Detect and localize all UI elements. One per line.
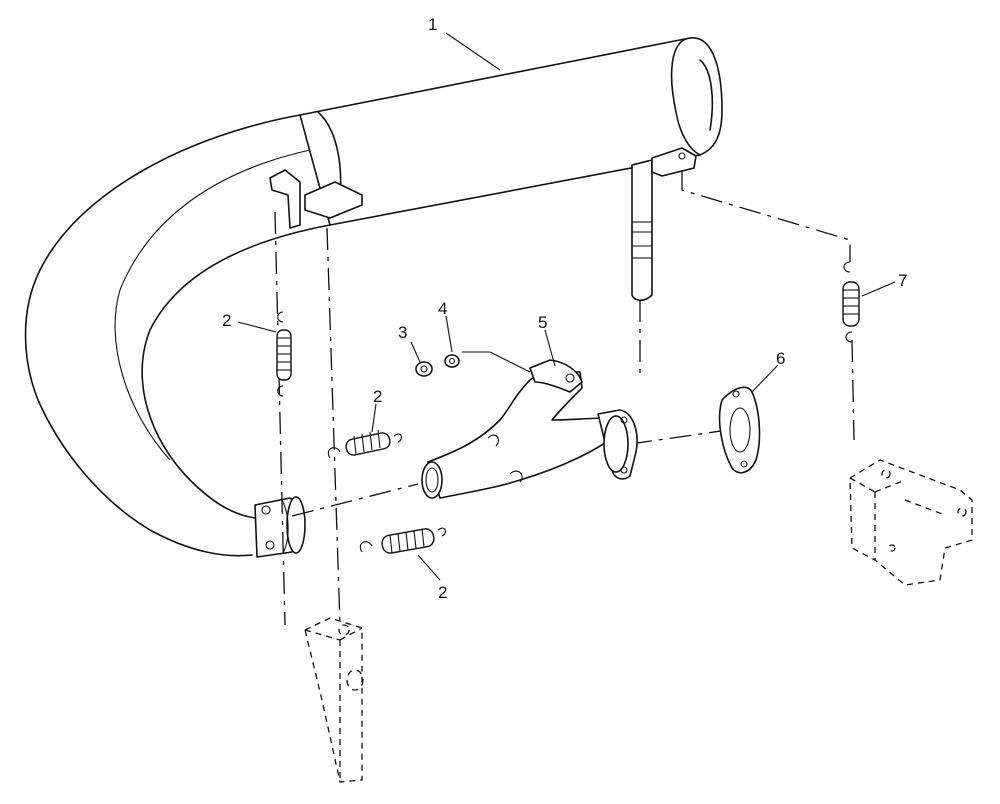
callouts: 1 2 2 2 3 4 5 6 7 <box>222 15 907 602</box>
muffler <box>24 37 723 558</box>
frame-bracket-bottom <box>304 617 364 783</box>
callout-3: 3 <box>398 323 407 342</box>
callout-6: 6 <box>776 349 785 368</box>
gasket <box>718 386 761 474</box>
callout-4: 4 <box>438 299 447 318</box>
callout-2-left: 2 <box>222 311 231 330</box>
washer <box>444 354 460 368</box>
callout-5: 5 <box>538 313 547 332</box>
leader-lines <box>237 32 896 581</box>
spring-2-left <box>276 311 292 397</box>
spring-2-middle <box>327 429 403 459</box>
frame-bracket-right <box>849 459 973 586</box>
callout-7: 7 <box>898 271 907 290</box>
callout-1: 1 <box>428 15 437 34</box>
callout-2-bottom: 2 <box>438 583 447 602</box>
assembly-lines <box>274 170 855 626</box>
spring-2-bottom <box>359 527 447 554</box>
spring-7 <box>842 261 860 343</box>
callout-2-middle: 2 <box>373 387 382 406</box>
y-pipe <box>421 359 638 499</box>
nut <box>415 361 433 377</box>
